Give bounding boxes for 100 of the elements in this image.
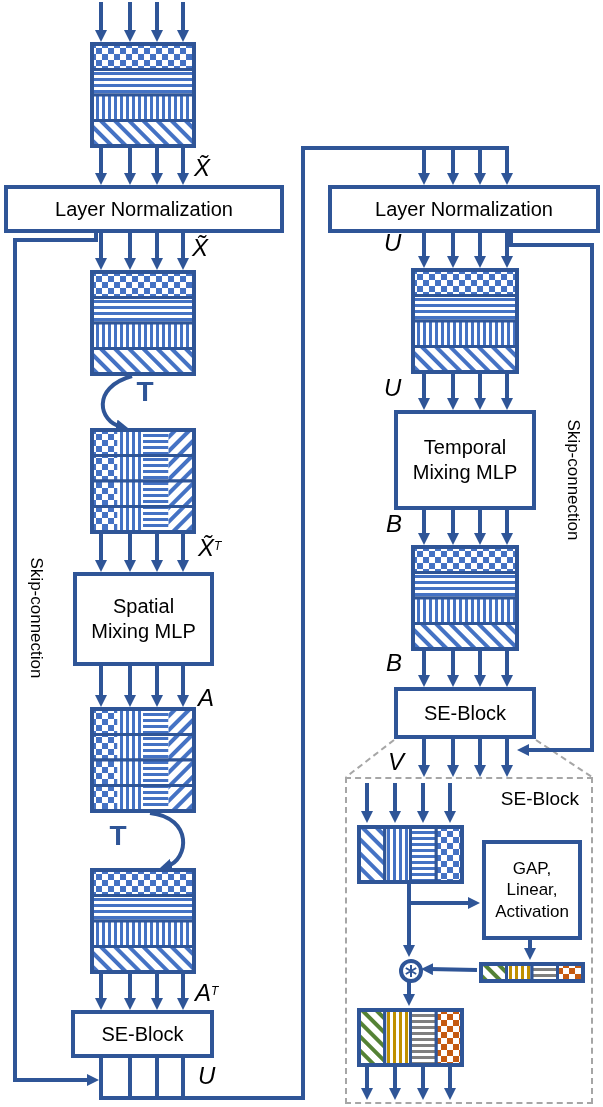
arrow (151, 534, 163, 572)
arrow (124, 2, 136, 42)
tensor-grid (90, 707, 196, 813)
arrow (444, 1065, 456, 1100)
arrow (95, 666, 107, 707)
arrow (151, 666, 163, 707)
arrow (501, 739, 513, 777)
arrow (124, 974, 136, 1010)
tensor-grid (411, 268, 519, 374)
box-label: Temporal Mixing MLP (411, 435, 519, 485)
arrow (95, 534, 107, 572)
process-box (482, 840, 582, 940)
arrow (417, 1065, 429, 1100)
arrow (151, 148, 163, 185)
arrow (524, 938, 536, 960)
variable-label: X̃$^{T}$ (198, 536, 222, 560)
arrow (389, 783, 401, 823)
edge-label: T (109, 822, 127, 850)
variable-label: A$^{T}$ (195, 981, 219, 1005)
arrow (418, 510, 430, 545)
arrow (149, 811, 185, 870)
process-box (71, 1010, 214, 1058)
arrow (389, 1065, 401, 1100)
arrow (447, 510, 459, 545)
variable-label: A (198, 686, 214, 710)
arrow (361, 783, 373, 823)
tensor-grid (90, 42, 196, 148)
arrow (124, 148, 136, 185)
variable-label: X̃ (194, 156, 210, 180)
variable-label: U (198, 1064, 216, 1088)
arrow (501, 651, 513, 687)
arrow (124, 666, 136, 707)
arrow (417, 783, 429, 823)
box-label: SE-Block (101, 1021, 184, 1047)
arrow (177, 2, 189, 42)
arrow (95, 148, 107, 185)
arrow (474, 374, 486, 410)
tensor-grid (411, 545, 519, 651)
tensor-grid (357, 1008, 464, 1067)
arrow (95, 2, 107, 42)
arrow (177, 534, 189, 572)
arrow (95, 233, 107, 270)
arrow (124, 233, 136, 270)
panel-title: SE-Block (500, 787, 579, 811)
process-box (73, 572, 214, 666)
variable-label: U (384, 231, 402, 255)
box-label: Layer Normalization (55, 196, 233, 222)
arrow (501, 374, 513, 410)
arrow (474, 233, 486, 268)
variable-label: B (386, 512, 402, 536)
variable-label: V (388, 750, 404, 774)
arrow (403, 981, 415, 1006)
arrow (177, 666, 189, 707)
arrow (418, 651, 430, 687)
variable-label: U (384, 376, 402, 400)
edge-label: Skip-connection (564, 419, 582, 541)
arrow (418, 233, 430, 268)
arrow (474, 510, 486, 545)
variable-label: X̃ (192, 236, 208, 260)
arrow (474, 651, 486, 687)
box-label: GAP, Linear, Activation (495, 858, 569, 922)
arrow (418, 739, 430, 777)
arrow (447, 374, 459, 410)
tensor-grid (357, 825, 464, 884)
arrow (403, 882, 415, 957)
arrow (444, 783, 456, 823)
arrow (13, 232, 99, 1086)
tensor-grid (90, 270, 196, 376)
process-box (328, 185, 600, 233)
process-box (4, 185, 284, 233)
arrow (501, 510, 513, 545)
box-label: Spatial Mixing MLP (90, 594, 197, 644)
arrow (151, 974, 163, 1010)
process-box (394, 687, 536, 739)
arrow (509, 233, 594, 756)
tensor-grid (90, 428, 196, 534)
arrow (151, 233, 163, 270)
arrow (474, 739, 486, 777)
arrow (151, 2, 163, 42)
tensor-grid (90, 868, 196, 974)
box-label: Layer Normalization (375, 196, 553, 222)
arrow (418, 374, 430, 410)
arrow (100, 374, 133, 431)
box-label: SE-Block (423, 700, 507, 726)
arrow (177, 233, 189, 270)
detail-panel (345, 777, 593, 1104)
arrow (95, 974, 107, 1010)
edge-label: T (136, 378, 154, 406)
edge-label: Skip-connection (27, 557, 45, 679)
arrow (501, 233, 513, 268)
arrow (447, 739, 459, 777)
arrow (124, 534, 136, 572)
arrow (447, 233, 459, 268)
variable-label: B (386, 651, 402, 675)
arrow (177, 974, 189, 1010)
tensor-grid (479, 962, 585, 983)
arrow (361, 1065, 373, 1100)
process-box (394, 410, 536, 510)
arrow (177, 148, 189, 185)
arrow (447, 651, 459, 687)
